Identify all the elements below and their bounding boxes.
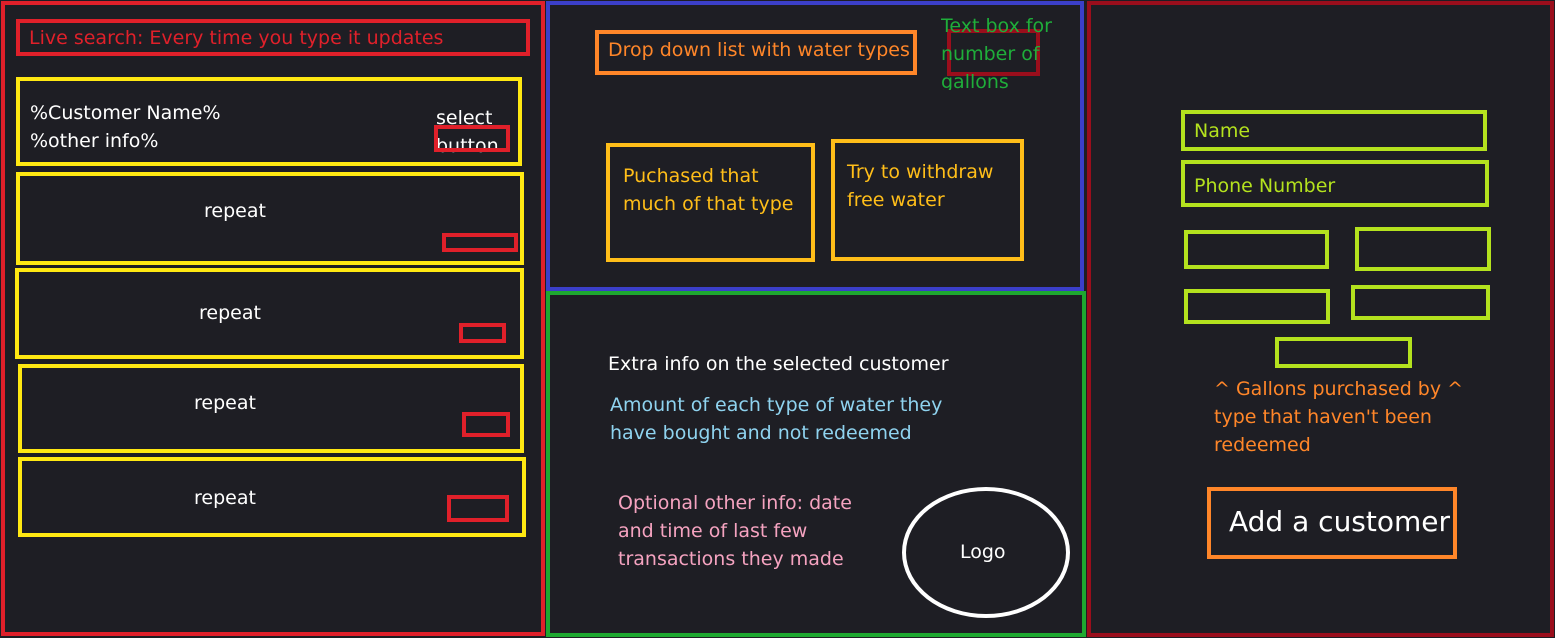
repeat-label: repeat: [199, 302, 261, 324]
logo-label: Logo: [960, 541, 1006, 563]
purchase-button-label: Puchased that much of that type: [623, 165, 794, 215]
name-input-placeholder: Name: [1194, 120, 1251, 142]
water-type-dropdown[interactable]: [595, 30, 917, 75]
gallons-input[interactable]: [947, 29, 1040, 76]
add-customer-button[interactable]: [1207, 487, 1457, 559]
customer-info-panel: [546, 291, 1086, 637]
withdraw-button[interactable]: [831, 139, 1024, 261]
select-button[interactable]: [459, 323, 506, 343]
gallons-type-input[interactable]: [1351, 285, 1490, 320]
customer-other-info: %other info%: [30, 130, 159, 152]
live-search-label: Live search: Every time you type it upda…: [29, 27, 444, 49]
unredeemed-amounts-note: Amount of each type of water they have b…: [610, 394, 943, 444]
customer-name: %Customer Name%: [30, 102, 221, 124]
water-type-dropdown-label: Drop down list with water types: [608, 39, 910, 61]
select-button[interactable]: [462, 412, 510, 437]
select-button[interactable]: [442, 233, 518, 252]
customer-list-panel: [1, 1, 545, 636]
gallons-type-input[interactable]: [1355, 227, 1491, 271]
phone-number-input[interactable]: [1181, 160, 1489, 207]
customer-row[interactable]: [18, 457, 526, 537]
customer-row[interactable]: [16, 77, 522, 166]
optional-info-note: Optional other info: date and time of la…: [618, 492, 852, 570]
transaction-panel: [546, 1, 1084, 291]
gallons-type-input[interactable]: [1275, 337, 1412, 368]
gallons-type-input[interactable]: [1184, 289, 1330, 324]
customer-row[interactable]: [18, 364, 524, 453]
customer-row[interactable]: [15, 268, 524, 359]
extra-info-heading: Extra info on the selected customer: [608, 353, 949, 375]
name-input[interactable]: [1181, 110, 1487, 151]
gallons-note: ^ Gallons purchased by ^ type that haven…: [1214, 378, 1464, 456]
gallons-input-label: Text box for number of gallons: [941, 15, 1052, 90]
select-button[interactable]: [447, 495, 509, 522]
add-customer-button-label: Add a customer: [1229, 505, 1451, 538]
purchase-button[interactable]: [606, 143, 815, 262]
repeat-label: repeat: [194, 392, 256, 414]
withdraw-button-label: Try to withdraw free water: [847, 161, 994, 211]
add-customer-panel: [1087, 1, 1554, 637]
gallons-type-input[interactable]: [1184, 230, 1329, 269]
customer-row[interactable]: [16, 172, 524, 265]
logo: [902, 487, 1070, 618]
repeat-label: repeat: [194, 487, 256, 509]
live-search-input[interactable]: [16, 19, 530, 56]
select-button[interactable]: [434, 125, 510, 152]
phone-number-input-placeholder: Phone Number: [1194, 175, 1336, 197]
repeat-label: repeat: [204, 200, 266, 222]
